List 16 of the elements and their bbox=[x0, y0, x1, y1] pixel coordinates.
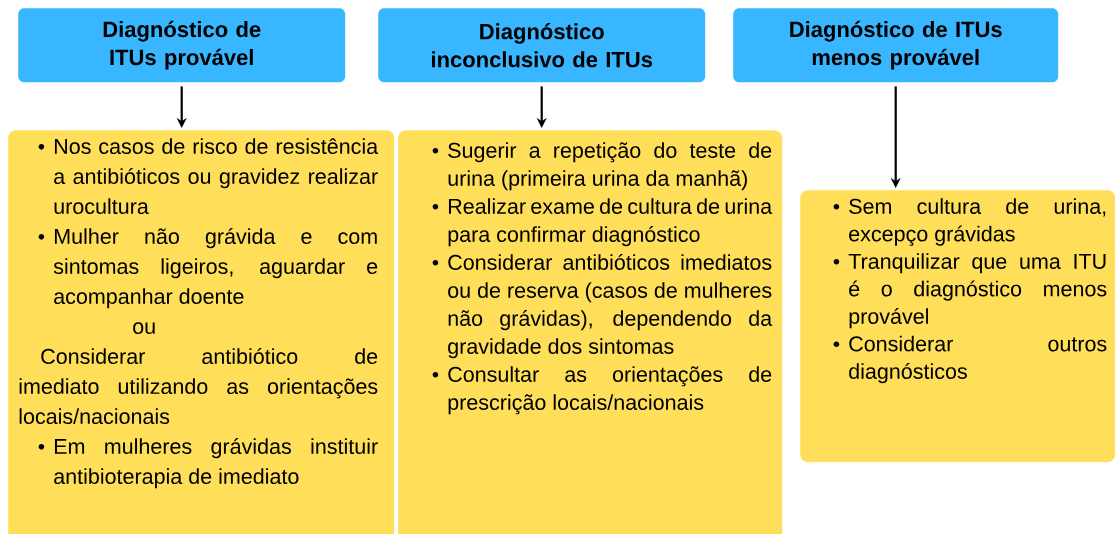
list-item: Realizar exame de cultura de urina para confirmar diagnóstico bbox=[448, 198, 773, 247]
header-box: Diagnóstico inconclusivo de ITUs bbox=[378, 8, 706, 83]
paragraph-text: Considerar antibiótico de imediato utilizando as orientações locais/nacionais bbox=[19, 348, 378, 425]
header-box: Diagnóstico de ITUs menos provável bbox=[733, 8, 1059, 83]
list-item: Em mulheres grávidas instituir antibioterapia de imediato bbox=[54, 438, 378, 489]
list-item: Sem cultura de urina, excepço grávidas bbox=[849, 198, 1106, 246]
header-box: Diagnóstico de ITUs provável bbox=[18, 8, 346, 83]
info-box bbox=[800, 190, 1115, 463]
list-item: Sugerir a repetição do teste de urina (primeira urina da manhã) bbox=[448, 142, 772, 191]
list-item: Considerar outros diagnósticos bbox=[849, 335, 1107, 384]
list-item: Consultar as orientações de prescrição locais/nacionais bbox=[448, 366, 772, 415]
info-box bbox=[398, 130, 783, 534]
list-item: Nos casos de risco de resistência a antibióticos ou gravidez realizar urocultura bbox=[54, 138, 379, 215]
or-text: ou bbox=[133, 322, 155, 335]
info-box bbox=[8, 130, 395, 534]
list-item: Considerar antibióticos imediatos ou de reserva (casos de mulheres não grávidas), dependendo da gravidade dos sintomas bbox=[448, 253, 773, 359]
